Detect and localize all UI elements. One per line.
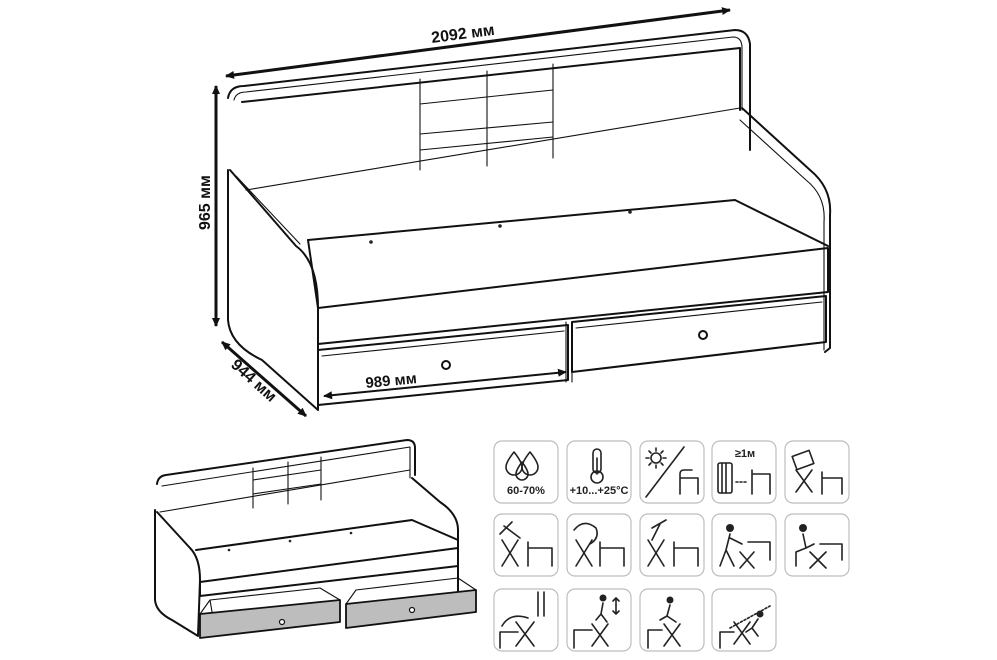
no-climbing-icon xyxy=(639,588,705,652)
distance-from-heater-icon: ≥1м xyxy=(711,440,777,504)
dimension-lines: 2092 мм 965 мм 944 мм 989 мм xyxy=(197,7,731,418)
right-drawer-knob xyxy=(698,330,708,340)
headboard-shelves xyxy=(419,63,554,171)
left-side-panel xyxy=(227,169,319,411)
headboard-outline xyxy=(227,29,751,151)
svg-text:≥1м: ≥1м xyxy=(735,448,755,460)
no-chopping-icon xyxy=(493,513,559,577)
no-heavy-load-icon xyxy=(493,588,559,652)
left-drawer-knob xyxy=(441,360,451,370)
no-running-icon xyxy=(711,588,777,652)
no-direct-sunlight-icon xyxy=(639,440,705,504)
drawer-width-dimension: 989 мм xyxy=(365,370,418,392)
humidity-icon: 60-70% xyxy=(493,440,559,504)
small-bed-open-drawers xyxy=(154,439,477,639)
small-left-drawer xyxy=(199,599,341,639)
no-tilting-icon xyxy=(784,440,850,504)
svg-text:+10...+25°C: +10...+25°C xyxy=(570,485,629,497)
thermometer-icon: +10...+25°C xyxy=(566,440,632,504)
main-bed-drawing xyxy=(227,29,832,411)
right-side-panel xyxy=(741,107,832,353)
no-sitting-on-edge-icon xyxy=(784,513,850,577)
no-hammering-icon xyxy=(639,513,705,577)
front-rail xyxy=(317,247,829,345)
care-icons-grid: 60-70% +10...+25°C ≥1м xyxy=(493,440,850,652)
no-pushing-icon xyxy=(711,513,777,577)
no-jumping-icon xyxy=(566,588,632,652)
no-spilling-icon xyxy=(566,513,632,577)
depth-dimension: 944 мм xyxy=(227,356,279,405)
height-dimension: 965 мм xyxy=(197,175,214,230)
svg-text:60-70%: 60-70% xyxy=(507,485,545,497)
